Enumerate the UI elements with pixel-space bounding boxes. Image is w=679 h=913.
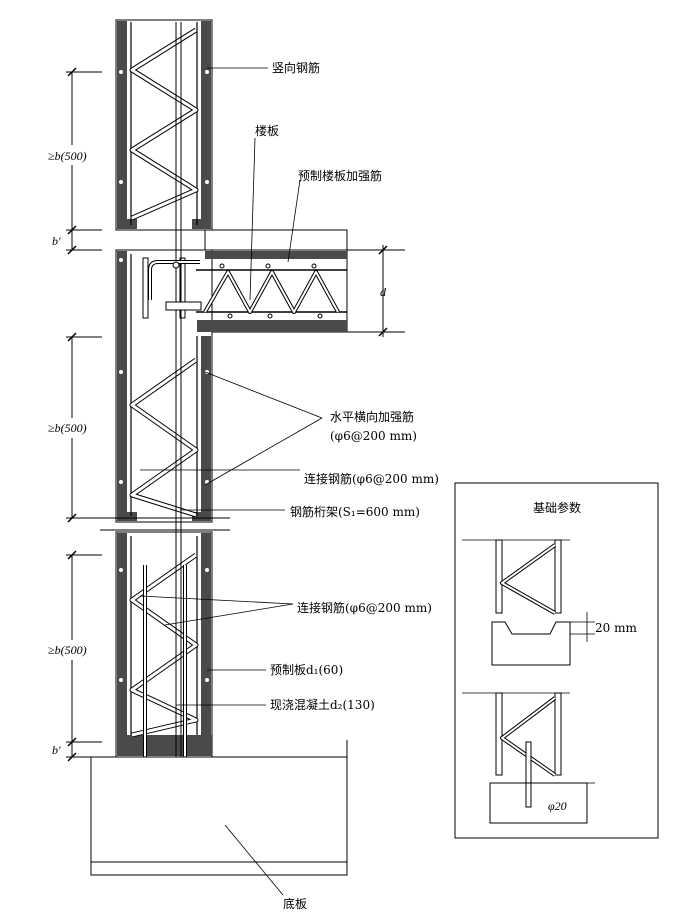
label-connecting-rebar-1: 连接钢筋(φ6@200 mm) <box>304 471 439 486</box>
base-slab <box>90 740 348 876</box>
dim-mask <box>45 640 100 660</box>
dim-mask <box>45 418 100 438</box>
label-base-slab: 底板 <box>283 896 307 911</box>
detail-panel-section <box>491 621 571 666</box>
detail-dim-phi20: φ20 <box>548 799 567 813</box>
dim-b-bottom: ≥b(500) <box>48 643 87 657</box>
dim-b-top: ≥b(500) <box>48 149 87 163</box>
dim-b-mid: ≥b(500) <box>48 421 87 435</box>
dim-d-lines <box>347 245 405 337</box>
detail-dim-20mm: 20 mm <box>595 621 637 635</box>
detail-panel: 基础参数 20 mm φ20 <box>454 482 659 839</box>
floor-slab <box>148 229 348 333</box>
label-truss: 钢筋桁架(S₁=600 mm) <box>290 504 420 519</box>
detail-panel-title: 基础参数 <box>533 500 581 515</box>
label-cast-concrete: 现浇混凝土d₂(130) <box>270 697 375 712</box>
label-precast-panel: 预制板d₁(60) <box>270 663 343 677</box>
label-floor-slab: 楼板 <box>255 123 279 138</box>
label-horizontal-rebar-spec: (φ6@200 mm) <box>330 429 417 443</box>
dim-mask <box>45 145 100 165</box>
dim-bprime-bottom: b′ <box>52 743 61 757</box>
label-vertical-rebar: 竖向钢筋 <box>272 60 320 75</box>
label-connecting-rebar-2: 连接钢筋(φ6@200 mm) <box>297 600 432 615</box>
middle-wall <box>115 249 213 523</box>
label-horizontal-rebar: 水平横向加强筋 <box>330 409 414 424</box>
leader-lines <box>139 67 323 896</box>
upper-wall <box>115 19 213 231</box>
dim-d: d <box>380 285 387 299</box>
label-precast-slab-rebar: 预制楼板加强筋 <box>298 168 382 183</box>
detail-truss-bottom <box>462 692 595 824</box>
detail-truss-top <box>462 539 570 615</box>
dim-bprime-top: b′ <box>52 234 61 248</box>
